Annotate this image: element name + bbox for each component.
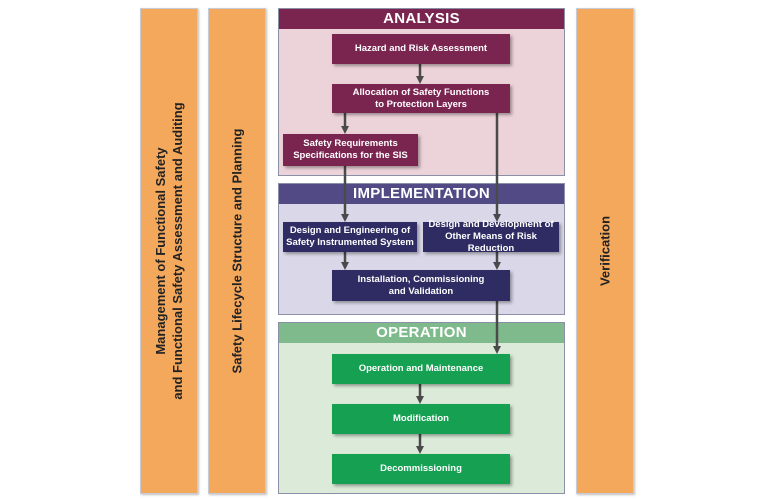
srs-box: Safety Requirements Specifications for t… — [283, 134, 418, 166]
verification-pillar: Verification — [576, 8, 634, 494]
decommissioning-box: Decommissioning — [332, 454, 510, 484]
design-other-box: Design and Development of Other Means of… — [423, 219, 559, 254]
modification-label: Modification — [393, 413, 449, 424]
design-sis-label: Design and Engineering of Safety Instrum… — [286, 225, 414, 248]
operation-maintenance-box: Operation and Maintenance — [332, 354, 510, 384]
operation-maintenance-label: Operation and Maintenance — [358, 363, 484, 374]
installation-label: Installation, Commissioning and Validati… — [357, 273, 485, 297]
design-other-label: Design and Development of Other Means of… — [428, 219, 554, 254]
installation-box: Installation, Commissioning and Validati… — [332, 270, 510, 301]
management-pillar: Management of Functional Safety and Func… — [140, 8, 198, 494]
implementation-header: IMPLEMENTATION — [279, 184, 564, 204]
allocation-label: Allocation of Safety Functions to Protec… — [352, 86, 490, 110]
analysis-header: ANALYSIS — [279, 9, 564, 29]
modification-box: Modification — [332, 404, 510, 434]
decommissioning-label: Decommissioning — [380, 463, 462, 474]
allocation-box: Allocation of Safety Functions to Protec… — [332, 84, 510, 113]
hazard-risk-assessment-label: Hazard and Risk Assessment — [354, 43, 488, 54]
hazard-risk-assessment-box: Hazard and Risk Assessment — [332, 34, 510, 64]
design-sis-box: Design and Engineering of Safety Instrum… — [283, 222, 417, 252]
operation-header: OPERATION — [279, 323, 564, 343]
structure-pillar: Safety Lifecycle Structure and Planning — [208, 8, 266, 494]
srs-label: Safety Requirements Specifications for t… — [293, 138, 408, 161]
